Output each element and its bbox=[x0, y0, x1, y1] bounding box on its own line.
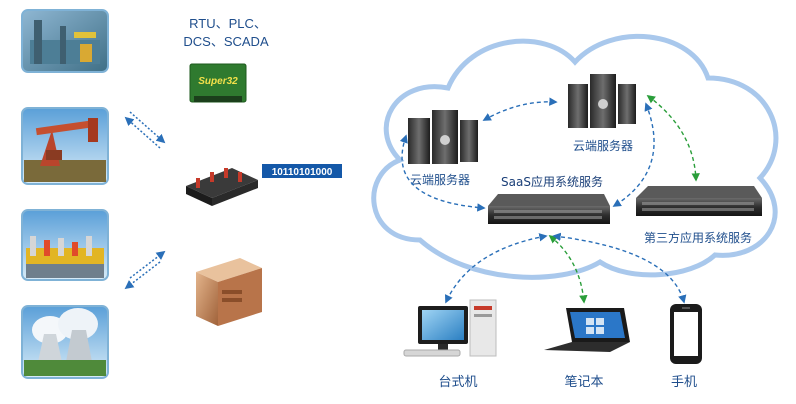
photo-power-plant bbox=[21, 305, 109, 379]
link-right-server-third-party bbox=[646, 95, 700, 182]
link-saas-desktop bbox=[445, 233, 548, 304]
phone-icon bbox=[670, 304, 702, 364]
field-link-bottom bbox=[124, 250, 166, 290]
link-saas-phone bbox=[552, 232, 687, 304]
protocol-label-line2: DCS、SCADA bbox=[183, 34, 269, 49]
photo-factory bbox=[21, 9, 109, 73]
laptop-icon bbox=[544, 308, 630, 352]
io-module-rack bbox=[186, 168, 258, 206]
controller-device: Super32 bbox=[189, 63, 247, 103]
controller-brand: Super32 bbox=[198, 76, 238, 87]
cloud-server-right-icon bbox=[568, 74, 636, 128]
protocol-label-line1: RTU、PLC、 bbox=[189, 16, 267, 31]
cloud-server-left-icon bbox=[408, 110, 478, 164]
gateway-server-box bbox=[196, 258, 262, 326]
third-party-switch-icon bbox=[636, 186, 762, 216]
link-left-server-right-server bbox=[482, 97, 558, 121]
laptop-label: 笔记本 bbox=[564, 374, 603, 390]
photo-refinery bbox=[21, 209, 109, 281]
third-party-label: 第三方应用系统服务 bbox=[644, 230, 752, 245]
link-left-server-saas bbox=[399, 134, 486, 212]
desktop-label: 台式机 bbox=[438, 375, 477, 390]
cloud-server-left-label: 云端服务器 bbox=[410, 172, 470, 187]
photo-oil-pump bbox=[21, 107, 109, 185]
desktop-icon bbox=[403, 299, 497, 357]
binary-badge bbox=[262, 164, 342, 178]
phone-label: 手机 bbox=[671, 375, 697, 390]
field-link-top bbox=[124, 111, 166, 149]
saas-switch-icon bbox=[488, 194, 610, 224]
cloud-server-right-label: 云端服务器 bbox=[573, 138, 633, 153]
saas-label: SaaS应用系统服务 bbox=[501, 174, 603, 189]
binary-text: 10110101000 bbox=[272, 167, 333, 178]
